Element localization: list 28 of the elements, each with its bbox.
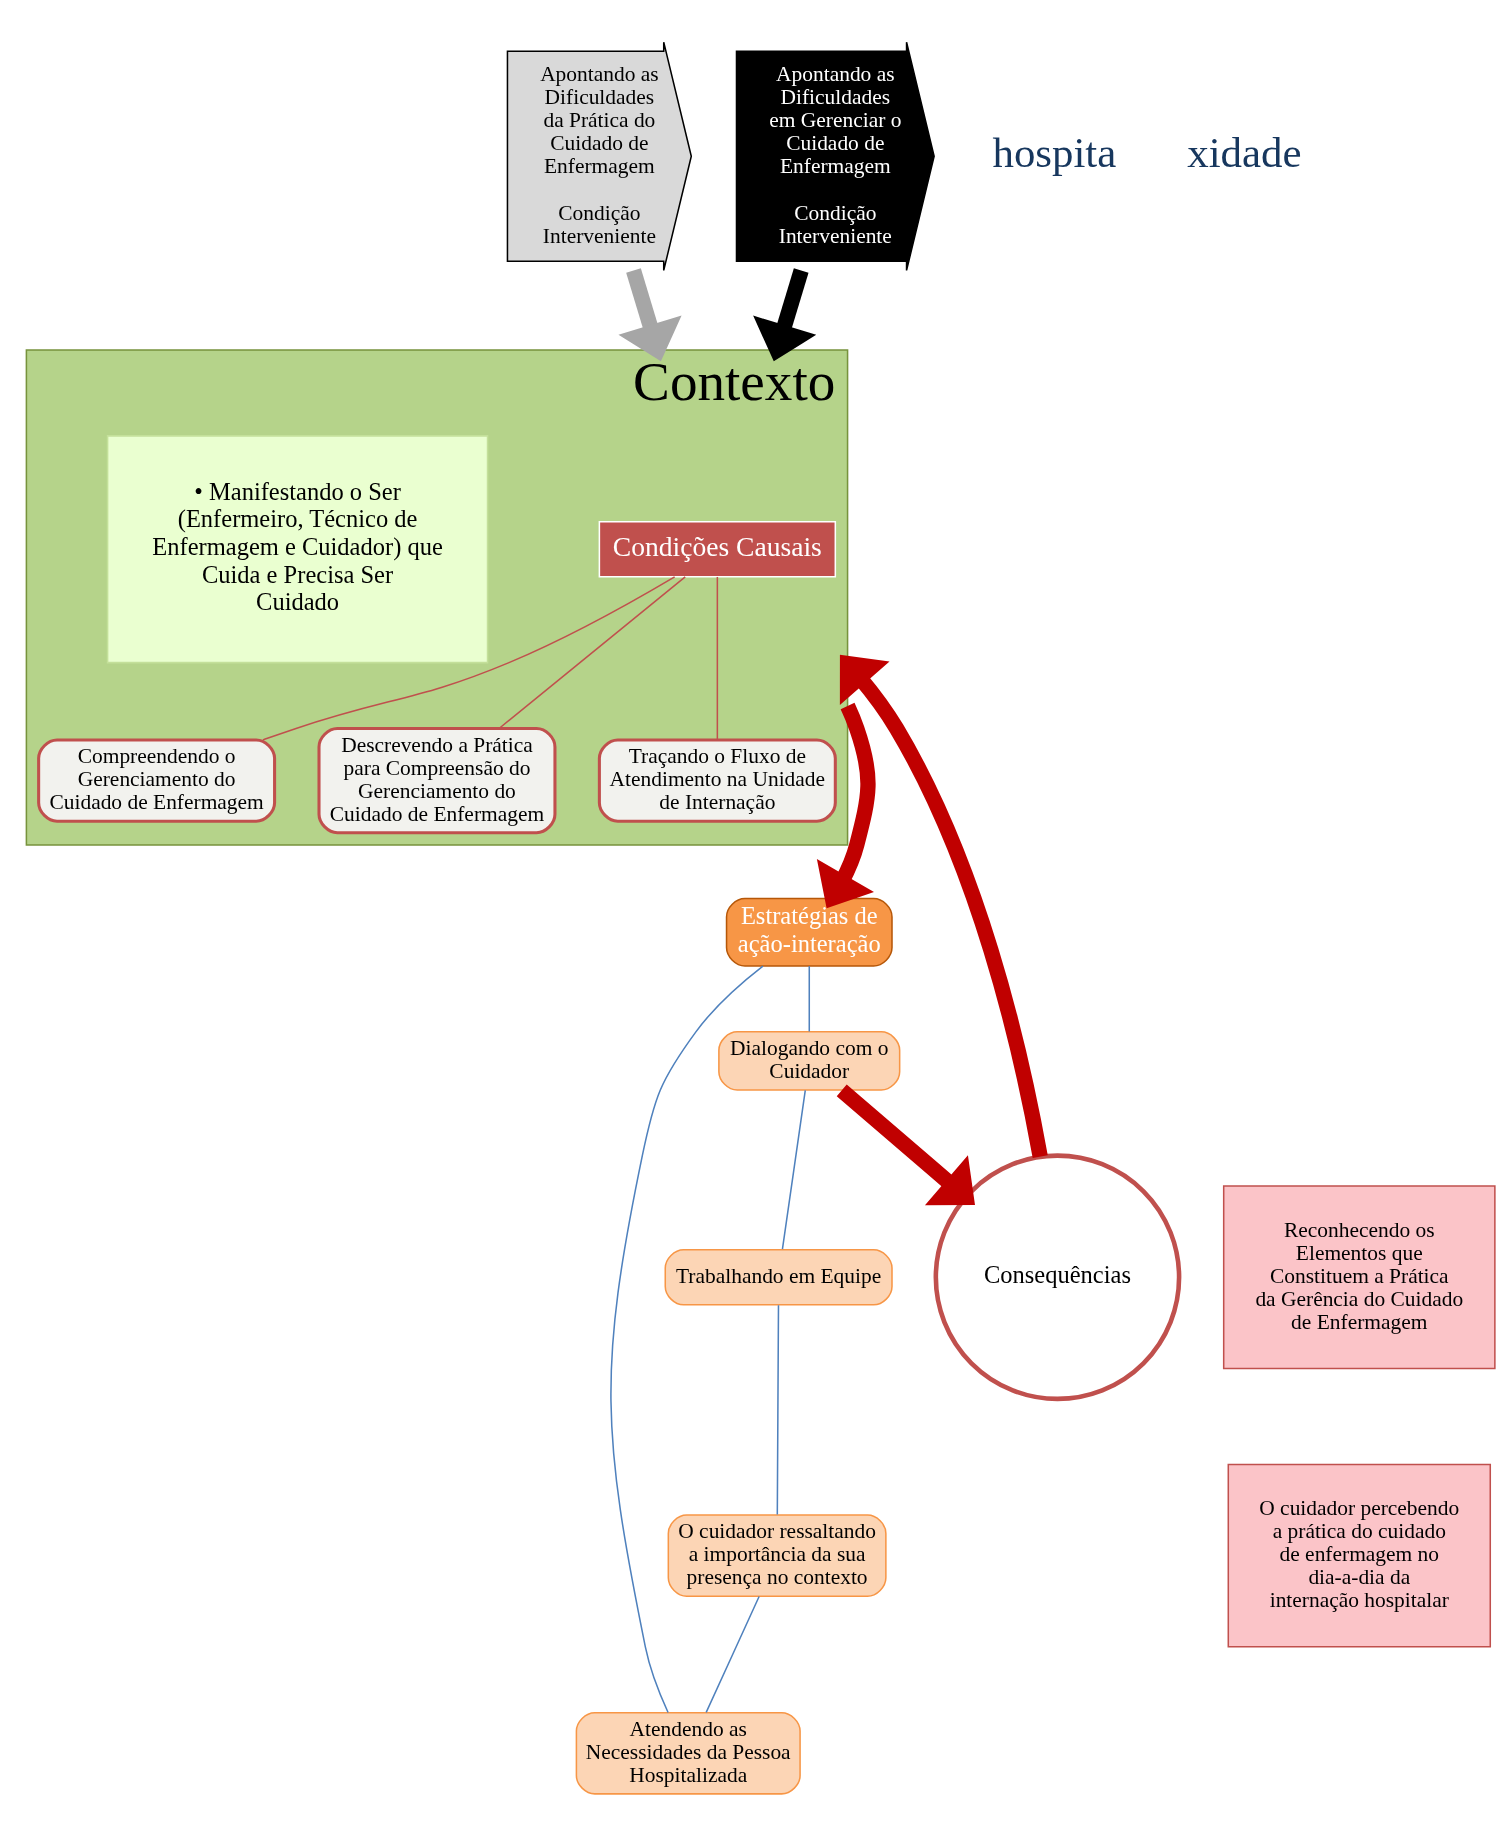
arrow [816,702,876,909]
node-box: Estratégias de ação-interação [725,897,893,967]
connector [610,965,764,1714]
node-box: O cuidador ressaltando a importância da sua presença no contexto [667,1514,887,1597]
node-box: • Manifestando o Ser (Enfermeiro, Técnico de Enfermagem e Cuidador) que Cuida e Precisa Ser Cuidado [106,435,489,664]
node-box: Atendendo as Necessidades da Pessoa Hospitalizada [575,1711,801,1795]
node-box: O cuidador percebendo a prática do cuidado de enfermagem no dia-a-dia da internação hospitalar [1227,1463,1492,1648]
connector [262,576,676,741]
node-box: Traçando o Fluxo de Atendimento na Unidade de Internação [597,738,837,823]
connector [776,1304,780,1516]
node-box: Condições Causais [598,520,837,578]
node-box: Dialogando com o Cuidador [718,1031,901,1091]
node-box: Trabalhando em Equipe [664,1248,893,1306]
connector [781,1089,807,1250]
arrow [839,654,1048,1159]
node-box: Compreendendo o Gerenciamento do Cuidado de Enfermagem [37,738,277,823]
node-box: Descrevendo a Prática para Compreensão do Gerenciamento do Cuidado de Enfermagem [317,726,557,835]
connector [705,1595,760,1714]
arrow [836,1084,975,1206]
connector [808,965,811,1033]
arrow [618,268,682,362]
label: xidade [1187,128,1302,176]
connector [716,576,719,741]
label: hospita [992,128,1117,176]
node-circle: Consequências [933,1153,1182,1402]
node-box: Reconhecendo os Elementos que Constituem a Prática da Gerência do Cuidado de Enfermagem [1222,1185,1496,1370]
connector [498,576,686,729]
arrow [753,268,817,362]
